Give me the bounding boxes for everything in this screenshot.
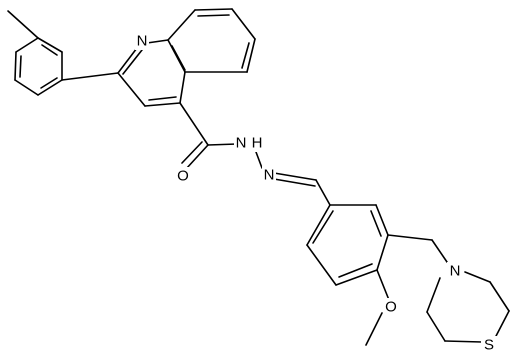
- bond: [246, 38, 256, 73]
- atom-ring-s: S: [481, 336, 497, 354]
- bond: [387, 234, 433, 241]
- bond: [185, 144, 209, 170]
- bond: [122, 49, 143, 75]
- bond: [338, 263, 373, 278]
- bond: [444, 340, 483, 343]
- bond: [315, 179, 331, 206]
- bond: [370, 210, 382, 237]
- bond: [306, 244, 337, 286]
- bond: [181, 141, 203, 164]
- bond: [167, 39, 186, 73]
- atom-morpholine-n: N: [447, 262, 463, 280]
- atom-amide-o: O: [176, 167, 190, 185]
- bond: [231, 8, 256, 40]
- svg-text:S: S: [484, 337, 494, 354]
- bond: [426, 277, 441, 313]
- svg-text:H: H: [252, 135, 263, 152]
- bond: [117, 72, 146, 107]
- bond: [15, 37, 39, 53]
- bond: [494, 310, 510, 339]
- bond: [426, 311, 446, 342]
- atom-methoxy-o: O: [383, 298, 399, 316]
- bond: [376, 234, 389, 271]
- svg-text:N: N: [450, 263, 461, 280]
- bond: [179, 71, 186, 104]
- svg-text:O: O: [177, 168, 189, 185]
- bond: [144, 102, 181, 107]
- bond: [273, 178, 316, 187]
- bond: [273, 172, 317, 181]
- svg-text:N: N: [264, 167, 275, 184]
- svg-text:N: N: [236, 135, 247, 152]
- bond: [197, 14, 230, 17]
- bond: [14, 79, 39, 96]
- bond: [306, 204, 331, 246]
- bond: [37, 79, 63, 96]
- bond: [489, 281, 510, 312]
- bond: [179, 102, 209, 146]
- atom-labels: N O N H N N O S: [135, 32, 497, 354]
- bond: [335, 269, 378, 286]
- bond: [255, 151, 263, 169]
- bond: [171, 45, 186, 71]
- atom-ring-n: N: [135, 32, 149, 50]
- bond: [19, 55, 22, 78]
- bond: [7, 10, 39, 39]
- bond: [375, 204, 389, 236]
- bond: [14, 51, 17, 81]
- atom-hydrazide-nh: N H: [234, 134, 266, 152]
- bonds: [7, 8, 510, 346]
- svg-text:O: O: [385, 299, 397, 316]
- bond: [365, 312, 383, 346]
- bond: [464, 271, 491, 283]
- bond: [376, 269, 390, 301]
- bond: [37, 37, 63, 53]
- bond: [431, 239, 448, 263]
- bond: [40, 77, 58, 89]
- svg-text:N: N: [137, 33, 148, 50]
- atom-imine-n: N: [262, 166, 276, 184]
- bond: [207, 143, 238, 146]
- bond: [167, 9, 196, 41]
- bond: [148, 96, 177, 101]
- bond: [194, 8, 233, 11]
- bond: [312, 210, 334, 244]
- bond: [61, 72, 119, 81]
- bond: [241, 42, 250, 69]
- bond: [41, 44, 58, 56]
